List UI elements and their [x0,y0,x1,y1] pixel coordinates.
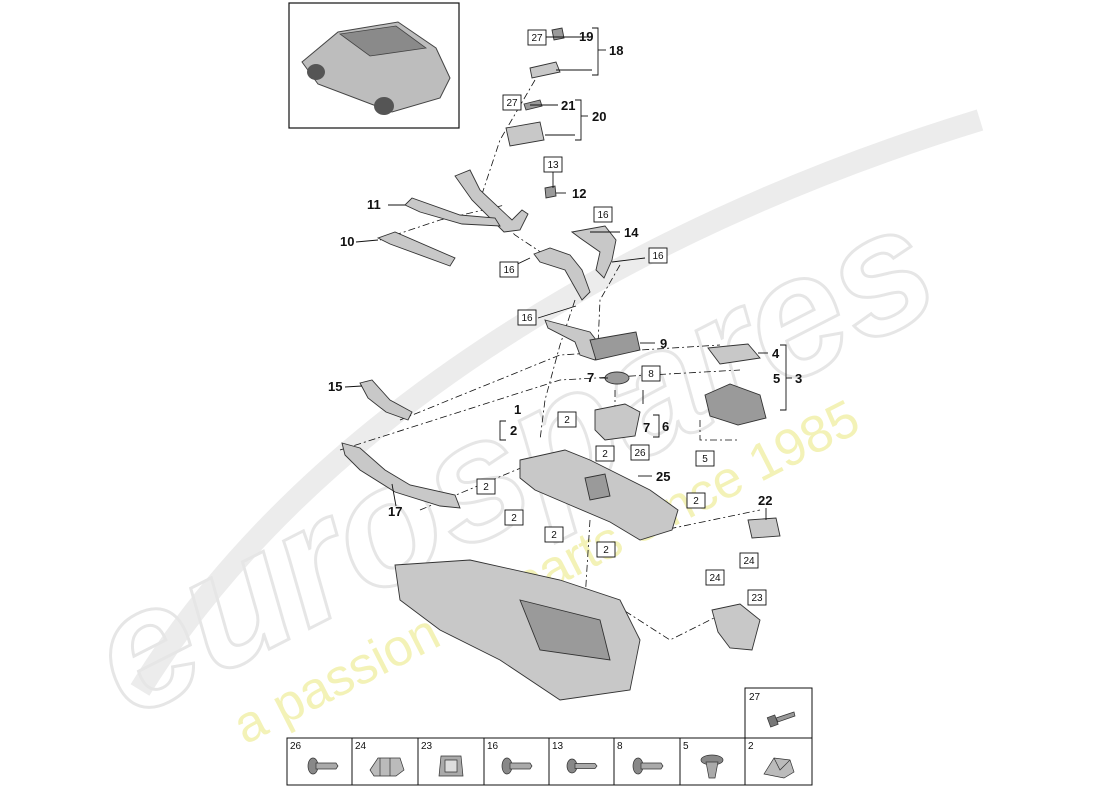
box-2-b: 2 [595,445,615,462]
svg-text:13: 13 [547,160,559,171]
callout-numbers: 19 18 21 20 12 11 14 10 9 4 7 5 3 15 1 2… [328,29,802,519]
callout-14: 14 [624,225,639,240]
callout-6: 6 [662,419,669,434]
fastener-label-16: 16 [487,741,499,752]
callout-1: 1 [514,402,521,417]
boxed-numbers: 27 27 13 16 16 16 16 8 2 26 2 5 2 2 2 2 … [476,29,767,606]
svg-text:16: 16 [521,313,533,324]
svg-text:24: 24 [743,556,755,567]
callout-22: 22 [758,493,772,508]
svg-text:16: 16 [597,210,609,221]
box-2-g: 2 [596,541,616,558]
callout-7b: 7 [643,420,650,435]
svg-text:16: 16 [652,251,664,262]
svg-text:2: 2 [693,496,699,507]
svg-text:23: 23 [751,593,763,604]
box-23: 23 [747,589,767,606]
screw-icon [566,758,598,774]
svg-text:2: 2 [483,482,489,493]
box-16-b: 16 [648,247,668,264]
callout-18: 18 [609,43,623,58]
box-2-a: 2 [557,411,577,428]
callout-12: 12 [572,186,586,201]
svg-text:2: 2 [564,415,570,426]
screw-icon [766,711,796,728]
callout-19: 19 [579,29,593,44]
svg-text:2: 2 [602,449,608,460]
screw-icon [501,757,533,775]
svg-text:24: 24 [709,573,721,584]
screw-icon [307,757,339,775]
fastener-label-23: 23 [421,741,433,752]
clip-nut-icon [438,755,464,777]
clip-icon [369,757,405,777]
box-16-c: 16 [499,261,519,278]
svg-text:16: 16 [503,265,515,276]
fastener-label-26: 26 [290,741,302,752]
callout-17: 17 [388,504,402,519]
spring-clip-icon [763,757,795,779]
box-2-h [595,482,609,494]
fastener-label-2: 2 [748,741,754,752]
fastener-27-label: 27 [749,692,761,703]
svg-text:27: 27 [506,98,518,109]
callout-7a: 7 [587,370,594,385]
callout-21: 21 [561,98,575,113]
callout-15: 15 [328,379,342,394]
fastener-label-8: 8 [617,741,623,752]
expansion-nut-icon [700,754,724,779]
box-26: 26 [630,444,650,461]
svg-text:5: 5 [702,454,708,465]
fastener-table: 27 26 24 23 16 13 8 5 2 [286,687,813,786]
callout-10: 10 [340,234,354,249]
svg-text:2: 2 [551,530,557,541]
box-2-e: 2 [504,509,524,526]
callout-20: 20 [592,109,606,124]
callout-4: 4 [772,346,780,361]
fastener-row: 26 24 23 16 13 8 5 2 [286,737,813,786]
box-5: 5 [695,450,715,467]
callout-25: 25 [656,469,670,484]
box-2-f: 2 [544,526,564,543]
screw-icon [632,757,664,775]
box-24-b: 24 [705,569,725,586]
fastener-label-24: 24 [355,741,367,752]
svg-text:2: 2 [603,545,609,556]
svg-text:26: 26 [634,448,646,459]
fastener-label-5: 5 [683,741,689,752]
vehicle-thumbnail [288,2,460,129]
fastener-label-13: 13 [552,741,564,752]
svg-text:8: 8 [648,369,654,380]
callout-5: 5 [773,371,780,386]
svg-text:2: 2 [511,513,517,524]
box-16-d: 16 [517,309,537,326]
callout-9: 9 [660,336,667,351]
callout-11: 11 [367,197,381,212]
box-8: 8 [641,365,661,382]
svg-text:27: 27 [531,33,543,44]
box-2-d: 2 [686,492,706,509]
box-16-a: 16 [593,206,613,223]
callout-2: 2 [510,423,517,438]
callout-3: 3 [795,371,802,386]
box-2-c: 2 [476,478,496,495]
box-24-a: 24 [739,552,759,569]
box-13: 13 [543,156,563,173]
box-27-a: 27 [527,29,547,46]
box-27-b: 27 [502,94,522,111]
